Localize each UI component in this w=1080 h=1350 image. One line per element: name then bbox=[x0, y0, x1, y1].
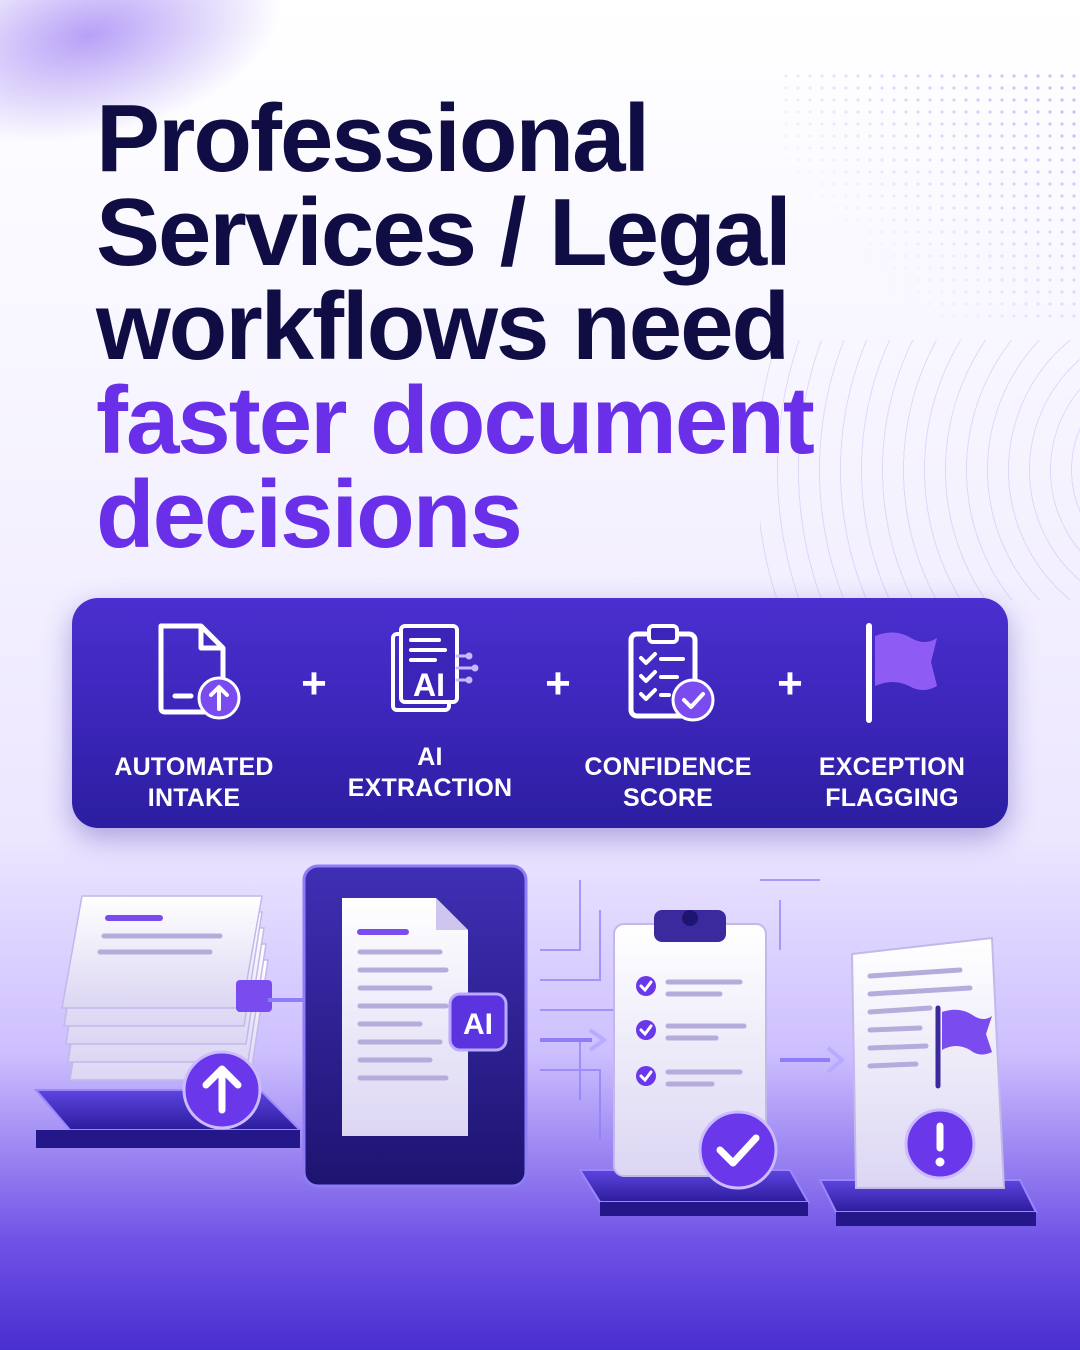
arrow-right-icon bbox=[780, 1046, 846, 1074]
background-lines bbox=[760, 340, 1080, 600]
headline-line-3: workflows need bbox=[96, 273, 790, 380]
document-upload-icon bbox=[158, 623, 241, 720]
document-stack bbox=[33, 895, 303, 1148]
features-banner: AUTOMATED INTAKE + AI AI EXTRACTION + bbox=[72, 598, 1008, 828]
ai-icon-text: AI bbox=[413, 667, 445, 703]
step-label: EXCEPTION FLAGGING bbox=[818, 753, 966, 812]
ai-badge-text: AI bbox=[463, 1008, 493, 1041]
ai-document-icon: AI bbox=[391, 624, 479, 712]
step-automated-intake: AUTOMATED INTAKE bbox=[94, 616, 294, 814]
background-dots bbox=[780, 70, 1080, 320]
flag-icon bbox=[866, 623, 937, 723]
clipboard-stage bbox=[578, 910, 810, 1216]
ai-chip-icon bbox=[448, 992, 508, 1052]
plus-separator: + bbox=[301, 659, 327, 708]
clipboard-check-icon bbox=[628, 624, 715, 722]
headline-accent-line-2: decisions bbox=[96, 461, 523, 568]
workflow-illustration: AI bbox=[33, 864, 1038, 1226]
headline-line-2: Services / Legal bbox=[96, 179, 792, 286]
step-ai-extraction: AI AI EXTRACTION bbox=[330, 616, 530, 804]
flag-icon bbox=[942, 1009, 992, 1055]
arrow-right-icon bbox=[540, 1028, 608, 1052]
plus-separator: + bbox=[777, 659, 803, 708]
step-label: CONFIDENCE SCORE bbox=[584, 753, 752, 812]
step-label: AI EXTRACTION bbox=[347, 743, 513, 802]
step-label: AUTOMATED INTAKE bbox=[114, 753, 274, 812]
ai-screen: AI bbox=[302, 864, 528, 1188]
headline-line-1: Professional bbox=[96, 85, 650, 192]
step-exception-flagging: EXCEPTION FLAGGING bbox=[792, 616, 992, 814]
headline-accent-line-1: faster document bbox=[96, 367, 815, 474]
plus-separator: + bbox=[545, 659, 571, 708]
headline: Professional Services / Legal workflows … bbox=[96, 85, 996, 568]
check-badge-icon bbox=[698, 1110, 778, 1190]
flagged-document-stage bbox=[818, 936, 1038, 1226]
step-confidence-score: CONFIDENCE SCORE bbox=[568, 616, 768, 814]
